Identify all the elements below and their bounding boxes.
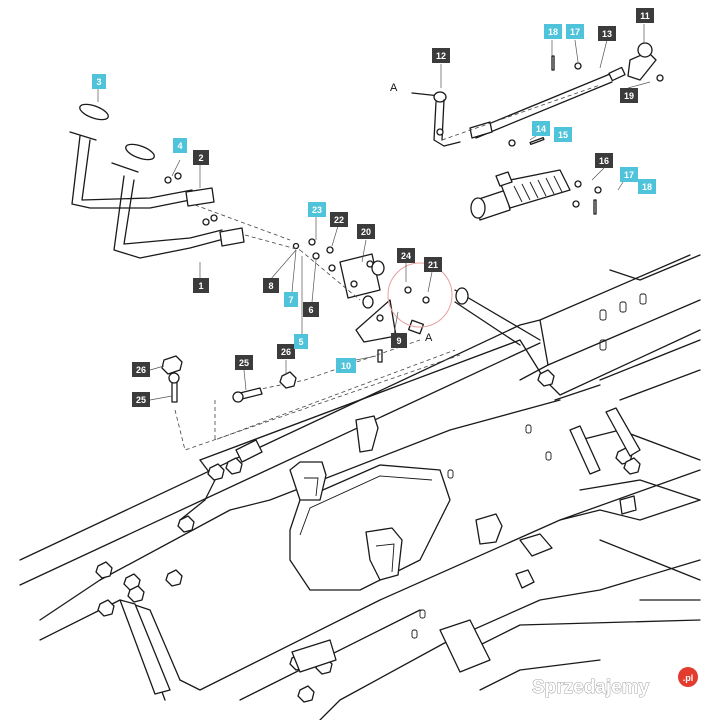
- callout-25b: 25: [132, 392, 150, 407]
- callout-6: 6: [303, 302, 319, 317]
- frame-brackets: [119, 407, 641, 695]
- callout-19: 19: [620, 88, 638, 103]
- svg-text:13: 13: [602, 29, 612, 39]
- svg-text:8: 8: [268, 281, 273, 291]
- svg-text:18: 18: [548, 27, 558, 37]
- svg-text:25: 25: [136, 395, 146, 405]
- callouts: 1 2 6 8 9 11 12 13 16 19 20 21 22 24 25 …: [92, 8, 656, 407]
- upper-linkage: [411, 42, 664, 221]
- frame-slots: [411, 293, 647, 639]
- callout-5: 5: [294, 334, 308, 349]
- callout-1: 1: [193, 278, 209, 293]
- callout-2: 2: [193, 150, 209, 165]
- callout-24: 24: [397, 248, 415, 263]
- watermark-badge-icon: [678, 667, 698, 687]
- chassis-frame: [19, 254, 701, 720]
- watermark-text: Sprzedajemy: [532, 677, 650, 698]
- callout-20: 20: [357, 224, 375, 239]
- callout-3: 3: [92, 74, 106, 89]
- svg-text:17: 17: [624, 170, 634, 180]
- svg-text:23: 23: [312, 205, 322, 215]
- callout-12: 12: [432, 48, 450, 63]
- pedal-assembly: [69, 103, 245, 259]
- callout-22: 22: [330, 212, 348, 227]
- callout-26a: 26: [132, 362, 150, 377]
- svg-text:5: 5: [298, 337, 303, 347]
- svg-text:7: 7: [288, 295, 293, 305]
- callout-13: 13: [598, 26, 616, 41]
- svg-text:14: 14: [536, 124, 546, 134]
- svg-text:24: 24: [401, 251, 411, 261]
- svg-text:12: 12: [436, 51, 446, 61]
- callout-15: 15: [554, 127, 572, 142]
- svg-text:2: 2: [198, 153, 203, 163]
- svg-text:22: 22: [334, 215, 344, 225]
- callout-11: 11: [636, 8, 654, 23]
- hardware: [161, 355, 297, 403]
- ref-mark-a-upper: A: [390, 82, 398, 94]
- callout-17a: 17: [566, 24, 584, 39]
- svg-text:17: 17: [570, 27, 580, 37]
- assembly-lines: [174, 84, 601, 451]
- callout-8: 8: [263, 278, 279, 293]
- svg-text:16: 16: [599, 156, 609, 166]
- svg-text:20: 20: [361, 227, 371, 237]
- svg-text:19: 19: [624, 91, 634, 101]
- svg-text:18: 18: [642, 182, 652, 192]
- ref-mark-a-lower: A: [425, 332, 433, 344]
- svg-text:11: 11: [640, 11, 650, 21]
- svg-text:10: 10: [341, 361, 351, 371]
- svg-text:21: 21: [428, 260, 438, 270]
- callout-25a: 25: [235, 355, 253, 370]
- svg-text:26: 26: [136, 365, 146, 375]
- callout-4: 4: [173, 138, 187, 153]
- svg-text:6: 6: [308, 305, 313, 315]
- svg-text:15: 15: [558, 130, 568, 140]
- callout-17b: 17: [620, 167, 638, 182]
- watermark-suffix: .pl: [683, 673, 694, 683]
- svg-text:1: 1: [198, 281, 203, 291]
- svg-text:25: 25: [239, 358, 249, 368]
- callout-18a: 18: [544, 24, 562, 39]
- svg-text:4: 4: [177, 141, 182, 151]
- callout-10: 10: [336, 358, 356, 373]
- callout-23: 23: [308, 202, 326, 217]
- svg-text:26: 26: [281, 347, 291, 357]
- callout-16: 16: [595, 153, 613, 168]
- svg-text:9: 9: [396, 336, 401, 346]
- linkage-parts: [292, 238, 453, 363]
- callout-18b: 18: [638, 179, 656, 194]
- svg-text:3: 3: [96, 77, 101, 87]
- callout-9: 9: [391, 333, 407, 348]
- watermark: Sprzedajemy .pl: [532, 667, 698, 698]
- callout-21: 21: [424, 257, 442, 272]
- callout-14: 14: [532, 121, 550, 136]
- callout-26b: 26: [277, 344, 295, 359]
- callout-7: 7: [284, 292, 298, 307]
